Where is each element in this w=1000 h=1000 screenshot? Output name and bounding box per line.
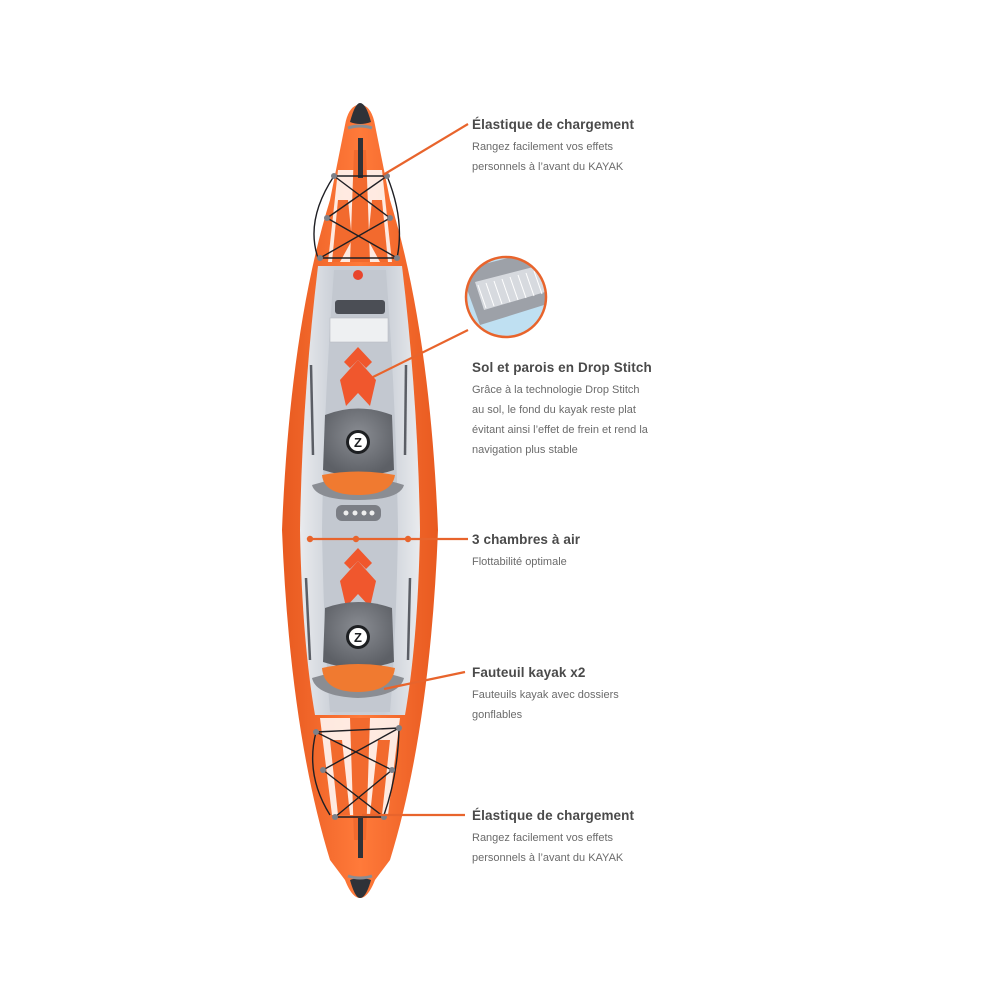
bow-tip: [350, 103, 371, 124]
stern-tip: [350, 878, 371, 898]
leader-line-drop-stitch: [372, 329, 469, 378]
callout-title: Fauteuil kayak x2: [472, 665, 586, 680]
air-chamber-markers: [306, 535, 412, 543]
callout-seats: Fauteuil kayak x2 Fauteuils kayak avec d…: [472, 664, 732, 725]
front-bungee-cord: [313, 175, 401, 259]
leader-line-front-bungee: [382, 123, 469, 176]
callout-line: Grâce à la technologie Drop Stitch: [472, 384, 640, 396]
rear-bungee-cord: [311, 727, 400, 818]
callout-line: personnels à l’avant du KAYAK: [472, 161, 624, 173]
svg-text:Z: Z: [354, 630, 362, 645]
callout-drop-stitch: Sol et parois en Drop Stitch Grâce à la …: [472, 359, 732, 460]
leader-line-seats: [383, 670, 466, 691]
seat-front: Z: [312, 408, 404, 500]
rear-handle: [358, 818, 363, 858]
carry-handle: [335, 300, 385, 314]
callout-line: évitant ainsi l’effet de frein et rend l…: [472, 424, 648, 436]
callout-line: Fauteuils kayak avec dossiers: [472, 689, 619, 701]
svg-text:Z: Z: [354, 435, 362, 450]
seat-rear: Z: [312, 602, 404, 698]
front-deck: [313, 138, 401, 262]
callout-title: Sol et parois en Drop Stitch: [472, 360, 652, 375]
callout-rear-bungee: Élastique de chargement Rangez facilemen…: [472, 807, 732, 868]
foot-brace: [336, 505, 381, 521]
callout-line: Flottabilité optimale: [472, 556, 567, 568]
info-label: [329, 317, 389, 343]
callout-title: Élastique de chargement: [472, 117, 635, 132]
callout-line: personnels à l’avant du KAYAK: [472, 852, 624, 864]
callout-front-bungee: Élastique de chargement Rangez facilemen…: [472, 116, 732, 177]
callout-title: Élastique de chargement: [472, 808, 635, 823]
front-handle: [358, 138, 363, 178]
callout-air-chambers: 3 chambres à air Flottabilité optimale: [472, 531, 732, 572]
callout-lines: [310, 123, 469, 817]
callout-line: Rangez facilement vos effets: [472, 141, 614, 153]
callout-title: 3 chambres à air: [472, 532, 581, 547]
callout-line: au sol, le fond du kayak reste plat: [472, 404, 636, 416]
callout-line: Rangez facilement vos effets: [472, 832, 614, 844]
rear-deck: [311, 718, 402, 858]
valve: [353, 270, 363, 280]
callout-line: navigation plus stable: [472, 444, 578, 456]
callout-line: gonflables: [472, 709, 523, 721]
chevron-arrows-icon: [340, 347, 376, 406]
chevron-arrows-icon: [340, 548, 376, 607]
drop-stitch-thumbnail: [464, 255, 548, 339]
